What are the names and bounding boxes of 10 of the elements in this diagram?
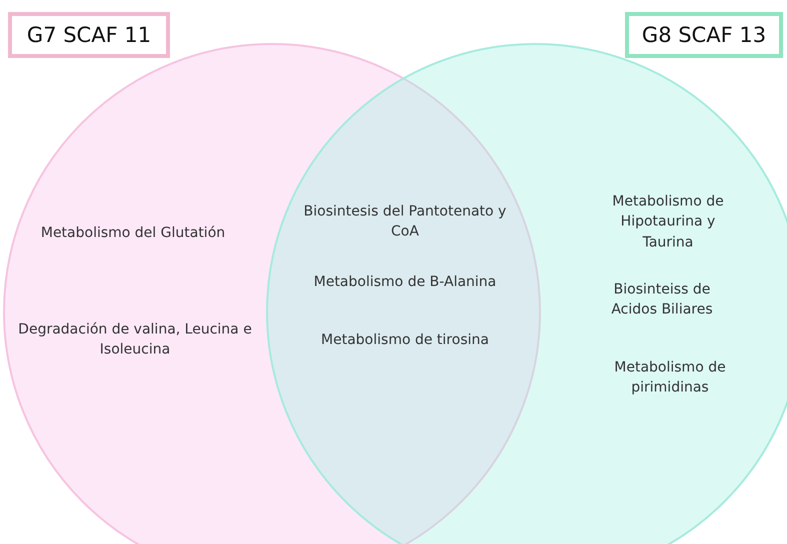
pathway-label: Biosintesis del Pantotenato y CoA	[302, 202, 508, 242]
pathway-label: Metabolismo de Hipotaurina y Taurina	[611, 192, 725, 252]
pathway-label: Degradación de valina, Leucina e Isoleucina	[17, 320, 253, 360]
pathway-label: Metabolismo de pirimidinas	[613, 358, 727, 398]
pathway-label: Biosinteiss de Acidos Biliares	[610, 280, 714, 320]
pathway-label: Metabolismo de B-Alanina	[314, 272, 496, 292]
set-label: G8 SCAF 13	[625, 12, 783, 58]
pathway-label: Metabolismo de tirosina	[321, 330, 489, 350]
pathway-label: Metabolismo del Glutatión	[40, 224, 226, 243]
set-label: G7 SCAF 11	[8, 12, 170, 58]
